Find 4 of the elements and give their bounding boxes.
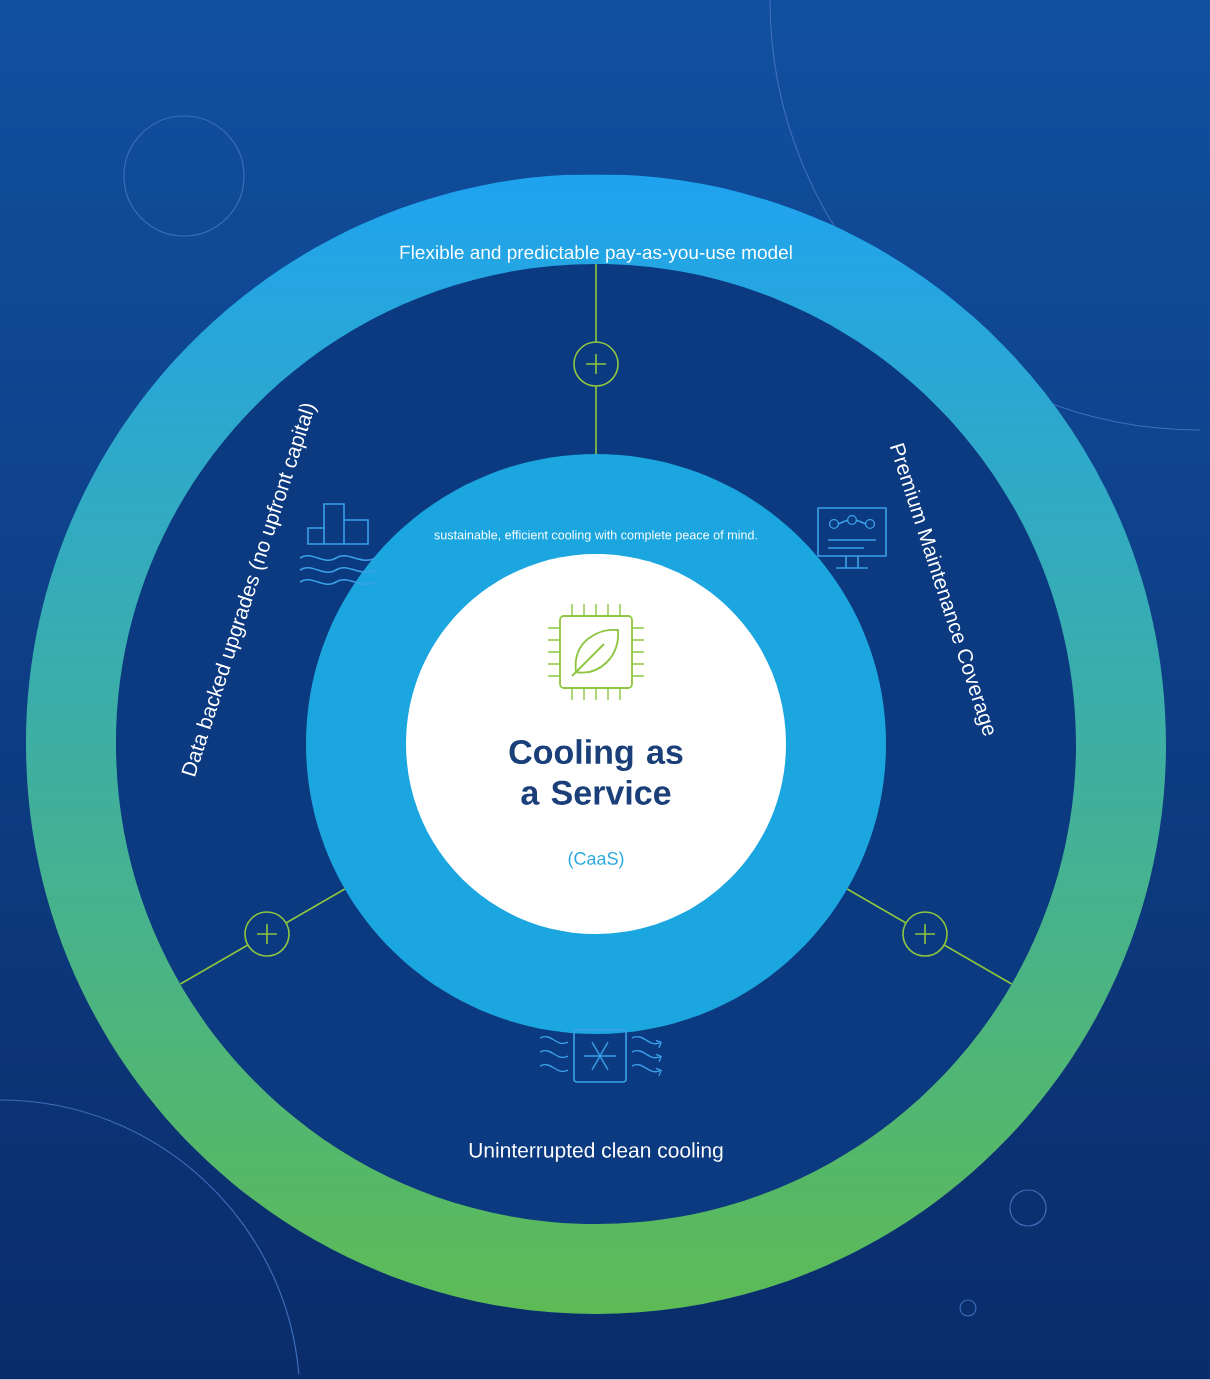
subtitle: (CaaS) xyxy=(568,851,624,869)
title: Cooling as a Service xyxy=(509,739,683,805)
ring-label: Flexible and predictable pay-as-you-use model xyxy=(400,245,792,263)
sector-label: Uninterrupted clean cooling xyxy=(469,1142,723,1162)
